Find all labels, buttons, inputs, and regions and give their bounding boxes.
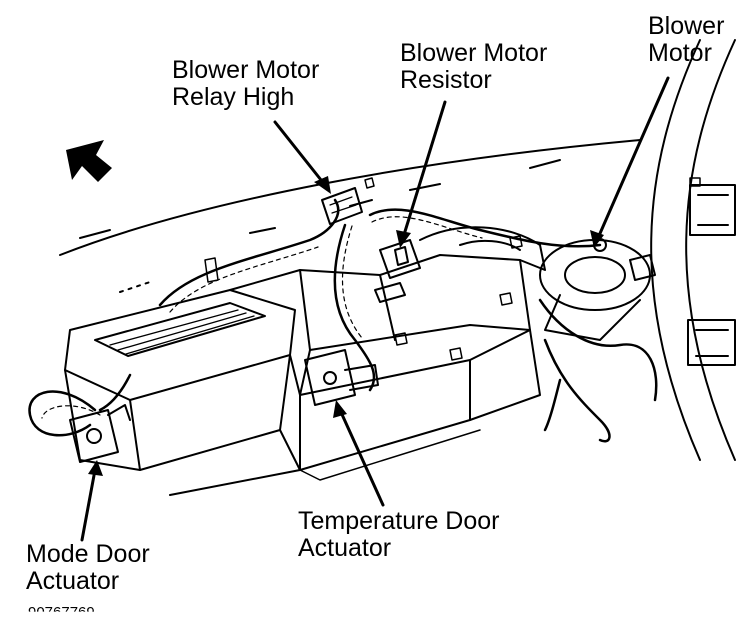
blower-motor <box>539 238 656 341</box>
body-side-panel <box>650 39 736 461</box>
leader-lines <box>80 76 670 542</box>
label-temperature-door-actuator: Temperature Door Actuator <box>298 507 500 562</box>
forward-arrow-icon <box>66 140 112 182</box>
label-mode-door-actuator: Mode Door Actuator <box>26 540 150 595</box>
blower-motor-resistor <box>374 239 421 303</box>
motor-arrowhead <box>590 230 604 248</box>
resistor-arrowhead <box>396 230 411 248</box>
fasteners <box>204 177 701 361</box>
leader-arrowheads <box>88 176 604 476</box>
mode-door-actuator-part <box>69 404 131 463</box>
figure-code: 90767769 <box>28 604 95 621</box>
blower-motor-relay-high <box>321 187 363 225</box>
mode-arrowhead <box>88 460 103 476</box>
label-blower-motor-relay-high: Blower Motor Relay High <box>172 56 320 111</box>
relay-arrowhead <box>314 176 331 194</box>
label-blower-motor-resistor: Blower Motor Resistor <box>400 39 548 94</box>
hvac-housing <box>64 226 546 496</box>
label-blower-motor: Blower Motor <box>648 12 725 67</box>
temp-arrowhead <box>333 400 347 418</box>
wiring-harness <box>28 198 658 443</box>
temperature-door-actuator-part <box>304 349 379 406</box>
